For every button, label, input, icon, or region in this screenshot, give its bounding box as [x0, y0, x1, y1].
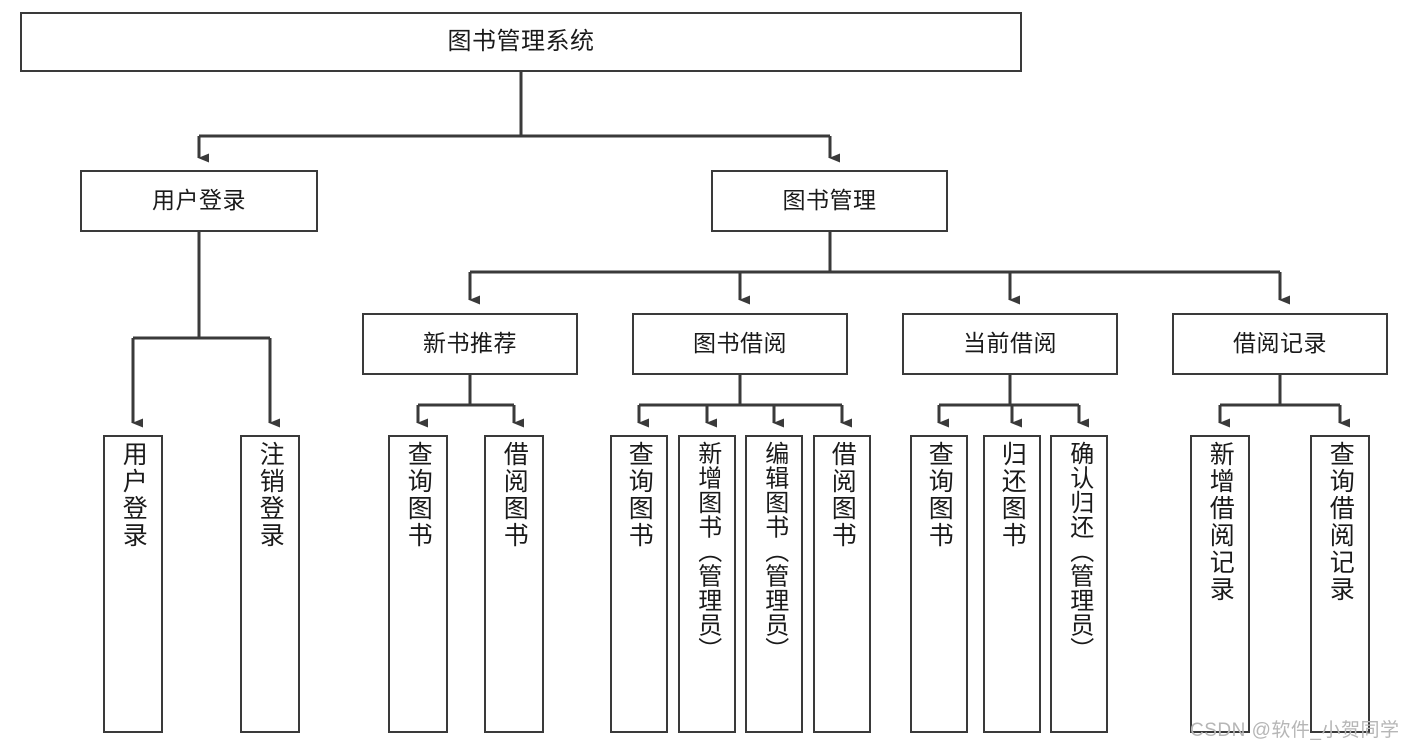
- node-leaf-return-book-label: 归还图书: [998, 441, 1027, 549]
- node-book-borrow[interactable]: 图书借阅: [632, 313, 848, 375]
- node-root-system[interactable]: 图书管理系统: [20, 12, 1022, 72]
- node-leaf-logout[interactable]: 注销登录: [240, 435, 300, 733]
- node-borrow-record[interactable]: 借阅记录: [1172, 313, 1388, 375]
- edges-current-borrow-to-leaves: [937, 375, 1089, 428]
- node-leaf-return-book[interactable]: 归还图书: [983, 435, 1041, 733]
- node-new-book-recommend[interactable]: 新书推荐: [362, 313, 578, 375]
- node-leaf-query-record[interactable]: 查询借阅记录: [1310, 435, 1370, 733]
- node-leaf-add-book[interactable]: 新增图书（管理员）: [678, 435, 736, 733]
- node-leaf-query-book-3[interactable]: 查询图书: [910, 435, 968, 733]
- node-new-book-recommend-label: 新书推荐: [423, 330, 517, 357]
- csdn-watermark: CSDN @软件_小贺同学: [1190, 720, 1400, 741]
- node-leaf-query-book-2-label: 查询图书: [625, 441, 654, 549]
- node-book-manage[interactable]: 图书管理: [711, 170, 948, 232]
- node-user-login[interactable]: 用户登录: [80, 170, 318, 232]
- node-leaf-borrow-book-2-label: 借阅图书: [828, 441, 857, 549]
- edges-book-manage-to-level2: [468, 232, 1290, 305]
- node-leaf-query-book-1[interactable]: 查询图书: [388, 435, 448, 733]
- node-root-system-label: 图书管理系统: [447, 27, 595, 55]
- edges-new-book-recommend-to-leaves: [416, 375, 524, 428]
- node-leaf-borrow-book-1-label: 借阅图书: [500, 441, 529, 549]
- node-current-borrow[interactable]: 当前借阅: [902, 313, 1118, 375]
- node-book-manage-label: 图书管理: [782, 187, 877, 214]
- node-leaf-edit-book[interactable]: 编辑图书（管理员）: [745, 435, 803, 733]
- node-leaf-confirm-return[interactable]: 确认归还（管理员）: [1050, 435, 1108, 733]
- edges-user-login-to-leaves: [131, 232, 280, 428]
- node-leaf-add-record-label: 新增借阅记录: [1206, 441, 1235, 603]
- node-leaf-borrow-book-2[interactable]: 借阅图书: [813, 435, 871, 733]
- node-current-borrow-label: 当前借阅: [963, 330, 1057, 357]
- edges-borrow-record-to-leaves: [1218, 375, 1350, 428]
- edges-root-to-level1: [197, 72, 840, 163]
- node-leaf-user-login[interactable]: 用户登录: [103, 435, 163, 733]
- node-leaf-logout-label: 注销登录: [256, 441, 285, 549]
- node-leaf-query-record-label: 查询借阅记录: [1326, 441, 1355, 603]
- node-borrow-record-label: 借阅记录: [1233, 330, 1327, 357]
- node-leaf-query-book-1-label: 查询图书: [404, 441, 433, 549]
- node-leaf-add-record[interactable]: 新增借阅记录: [1190, 435, 1250, 733]
- node-leaf-borrow-book-1[interactable]: 借阅图书: [484, 435, 544, 733]
- node-leaf-add-book-label: 新增图书（管理员）: [693, 441, 721, 662]
- node-user-login-label: 用户登录: [152, 187, 246, 214]
- node-leaf-user-login-label: 用户登录: [119, 441, 148, 549]
- node-leaf-query-book-3-label: 查询图书: [925, 441, 954, 549]
- node-leaf-edit-book-label: 编辑图书（管理员）: [760, 441, 788, 662]
- edges-book-borrow-to-leaves: [637, 375, 852, 428]
- node-leaf-confirm-return-label: 确认归还（管理员）: [1065, 441, 1093, 662]
- node-book-borrow-label: 图书借阅: [693, 330, 787, 357]
- node-leaf-query-book-2[interactable]: 查询图书: [610, 435, 668, 733]
